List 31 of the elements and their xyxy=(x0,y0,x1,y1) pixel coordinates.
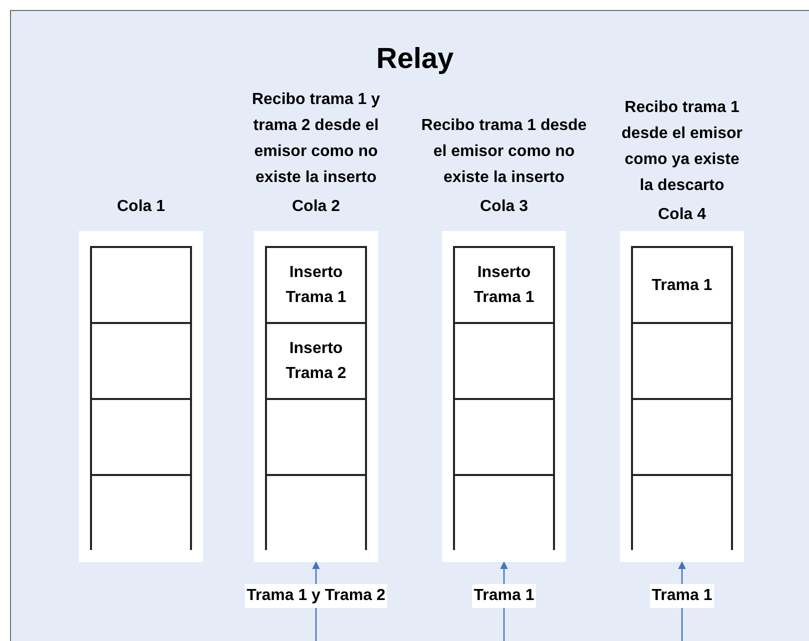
queue-slot xyxy=(265,246,367,324)
queue-slot xyxy=(631,324,733,400)
queue-slot xyxy=(90,324,192,400)
queue-heading: Cola 1 xyxy=(116,197,165,217)
queue-slot xyxy=(90,400,192,476)
open-queue-slot xyxy=(265,476,367,550)
slot-text: Inserto Trama 1 xyxy=(472,263,536,308)
slot-text: Trama 1 xyxy=(650,276,714,296)
diagram-title: Relay xyxy=(375,42,455,76)
queue-heading: Cola 3 xyxy=(480,197,528,217)
queue-slot xyxy=(265,324,367,400)
queue-description: Recibo trama 1 desde el emisor como no existe la inserto xyxy=(421,116,587,188)
open-queue-slot xyxy=(453,476,555,550)
queue-slot xyxy=(453,400,555,476)
edge-label: Trama 1 xyxy=(472,584,536,608)
queue-slot xyxy=(265,400,367,476)
slot-text: Inserto Trama 1 xyxy=(284,263,348,308)
edge-label: Trama 1 xyxy=(650,584,714,608)
queue-slot xyxy=(453,246,555,324)
queue-slot xyxy=(453,324,555,400)
queue-slot xyxy=(90,246,192,324)
slot-text: Inserto Trama 2 xyxy=(284,339,348,384)
queue-description: Recibo trama 1 desde el emisor como ya existe la descarto xyxy=(621,98,743,196)
queue-heading: Cola 2 xyxy=(292,197,340,217)
queue-slot xyxy=(631,246,733,324)
queue-description: Recibo trama 1 y trama 2 desde el emisor como no existe la inserto xyxy=(250,90,382,188)
open-queue-slot xyxy=(90,476,192,550)
queue-heading: Cola 4 xyxy=(658,205,706,225)
edge-label: Trama 1 y Trama 2 xyxy=(244,584,388,608)
queue-slot xyxy=(631,400,733,476)
open-queue-slot xyxy=(631,476,733,550)
